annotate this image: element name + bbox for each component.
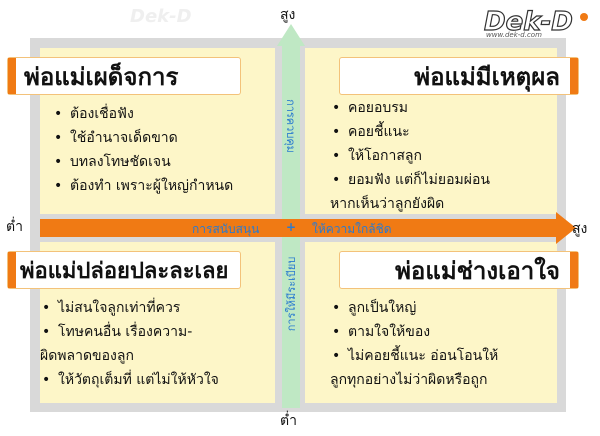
axis-bottom-low-label: ต่ำ xyxy=(280,413,297,429)
logo-dot-icon xyxy=(580,13,588,21)
horizontal-axis-label-right: ให้ความใกล้ชิด xyxy=(312,222,392,236)
list-item: ต้องทำ เพราะผู้ใหญ่กำหนด xyxy=(52,174,280,198)
list-item: คอยชี้แนะ xyxy=(330,120,560,144)
quadrant-title-box-top-left: พ่อแม่เผด็จการ xyxy=(8,58,240,94)
list-item: ลูกเป็นใหญ่ xyxy=(330,296,562,320)
quadrant-list-bottom-right: ลูกเป็นใหญ่ ตามใจให้ของ ไม่คอยชี้แนะ อ่อ… xyxy=(330,296,562,392)
horizontal-axis xyxy=(40,219,558,237)
horizontal-axis-plus: + xyxy=(286,220,297,234)
dek-d-logo: Dek-D xyxy=(483,6,588,38)
list-item-continuation: ลูกทุกอย่างไม่ว่าผิดหรือถูก xyxy=(330,372,488,388)
list-item-continuation: ผิดพลาดของลูก xyxy=(40,348,134,364)
title-accent-bar xyxy=(570,58,578,94)
quadrant-title: พ่อแม่ปล่อยปละละเลย xyxy=(20,258,229,284)
list-item: ไม่คอยชี้แนะ อ่อนโอนให้ลูกทุกอย่างไม่ว่า… xyxy=(330,344,562,392)
list-item: คอยอบรม xyxy=(330,96,560,120)
list-item-text: ไม่คอยชี้แนะ อ่อนโอนให้ xyxy=(348,348,499,364)
quadrant-title: พ่อแม่เผด็จการ xyxy=(24,62,179,91)
quadrant-list-top-left: ต้องเชื่อฟัง ใช้อำนาจเด็ดขาด บทลงโทษชัดเ… xyxy=(52,102,280,198)
list-item: ใช้อำนาจเด็ดขาด xyxy=(52,126,280,150)
title-accent-bar xyxy=(8,252,16,288)
quadrant-list-bottom-left: ไม่สนใจลูกเท่าที่ควร โทษคนอื่น เรื่องควา… xyxy=(40,296,280,392)
watermark-logo: Dek-D xyxy=(130,6,192,27)
list-item: บทลงโทษชัดเจน xyxy=(52,150,280,174)
logo-wordmark: Dek-D xyxy=(484,7,573,37)
logo-url: www.dek-d.com xyxy=(486,31,542,39)
title-accent-bar xyxy=(570,252,578,288)
quadrant-title-box-bottom-right: พ่อแม่ช่างเอาใจ xyxy=(340,252,578,288)
list-item-text: โทษคนอื่น เรื่องความ- xyxy=(58,324,193,340)
quadrant-title-box-top-right: พ่อแม่มีเหตุผล xyxy=(340,58,578,94)
list-item-continuation: หากเห็นว่าลูกยังผิด xyxy=(330,196,445,212)
vertical-axis-arrow xyxy=(277,24,305,46)
list-item: ยอมฟัง แต่ก็ไม่ยอมผ่อนหากเห็นว่าลูกยังผิ… xyxy=(330,168,560,216)
vertical-axis-label-top: การควบคุม xyxy=(284,99,297,153)
list-item: ให้โอกาสลูก xyxy=(330,144,560,168)
axis-top-high-label: สูง xyxy=(280,7,296,23)
axis-left-low-label: ต่ำ xyxy=(6,219,23,235)
title-accent-bar xyxy=(8,58,16,94)
quadrant-title: พ่อแม่มีเหตุผล xyxy=(414,62,560,91)
axis-right-high-label: สูง xyxy=(572,221,588,237)
list-item: โทษคนอื่น เรื่องความ- ผิดพลาดของลูก xyxy=(40,320,280,368)
horizontal-axis-label-left: การสนับสนุน xyxy=(192,222,260,236)
list-item: ให้วัตถุเต็มที่ แต่ไม่ให้หัวใจ xyxy=(40,368,280,392)
quadrant-list-top-right: คอยอบรม คอยชี้แนะ ให้โอกาสลูก ยอมฟัง แต่… xyxy=(330,96,560,216)
quadrant-title: พ่อแม่ช่างเอาใจ xyxy=(395,256,560,285)
vertical-axis-label-bottom: การให้มีระเบียบ xyxy=(285,256,298,332)
horizontal-axis-arrow xyxy=(556,212,576,244)
list-item: ต้องเชื่อฟัง xyxy=(52,102,280,126)
list-item: ไม่สนใจลูกเท่าที่ควร xyxy=(40,296,280,320)
list-item-text: ยอมฟัง แต่ก็ไม่ยอมผ่อน xyxy=(348,172,490,188)
quadrant-title-box-bottom-left: พ่อแม่ปล่อยปละละเลย xyxy=(8,252,240,288)
list-item: ตามใจให้ของ xyxy=(330,320,562,344)
